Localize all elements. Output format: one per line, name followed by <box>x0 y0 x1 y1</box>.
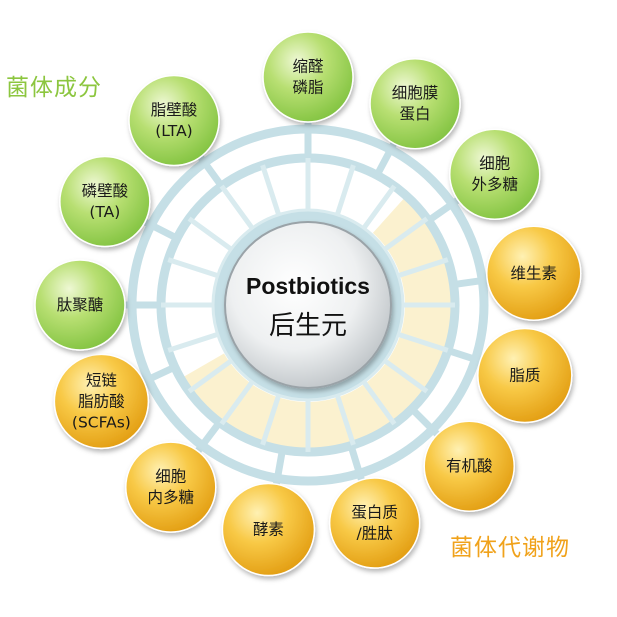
node-label-line: 短链 <box>86 371 118 389</box>
outer-spoke <box>141 217 179 242</box>
inner-spoke <box>334 164 356 218</box>
node-bubble <box>128 74 220 167</box>
node-vitamins: 维生素 <box>486 225 582 322</box>
center-circle <box>224 221 392 389</box>
node-lipoteichoic-acid: 脂壁酸 (LTA) <box>128 74 220 167</box>
node-bubble <box>262 31 354 123</box>
node-bubble <box>53 353 150 450</box>
node-bubble <box>486 225 582 322</box>
inner-spoke <box>395 331 449 353</box>
node-label-line: /胜肽 <box>357 525 394 543</box>
inner-spoke <box>360 378 397 426</box>
node-bubble <box>369 57 461 150</box>
spokes <box>123 120 490 487</box>
outer-spoke <box>140 363 177 386</box>
inner-spoke <box>260 164 282 218</box>
node-label-line: 外多糖 <box>472 176 519 194</box>
outer-spoke <box>272 449 286 487</box>
inner-spoke <box>395 257 449 279</box>
node-bubble <box>125 441 217 533</box>
node-proteins-peptides: 蛋白质/胜肽 <box>328 477 421 569</box>
outer-spoke <box>373 140 398 177</box>
node-label-line: 维生素 <box>511 264 558 282</box>
node-lipids: 脂质 <box>477 327 573 424</box>
outer-spoke <box>446 347 484 365</box>
inner-spoke <box>381 357 429 394</box>
node-label-line: 肽聚醣 <box>57 296 104 314</box>
node-organic-acids: 有机酸 <box>423 420 515 512</box>
center-hub: Postbiotics 后生元 <box>211 208 405 402</box>
node-peptidoglycan: 肽聚醣 <box>34 259 126 351</box>
outer-spoke <box>409 406 442 439</box>
node-label-line: 磷脂 <box>292 79 323 97</box>
node-bubble <box>328 477 421 569</box>
inner-spoke <box>187 357 235 394</box>
node-label-line: 酵素 <box>253 521 284 539</box>
center-title-cn: 后生元 <box>269 311 347 341</box>
node-label-line: 缩醛 <box>292 58 324 76</box>
node-label-line: 蛋白 <box>400 105 431 123</box>
node-label-line: (LTA) <box>155 122 192 140</box>
node-bubble <box>221 482 316 577</box>
inner-spoke <box>219 184 256 232</box>
node-label-line: 细胞 <box>479 155 510 173</box>
node-label-line: 细胞 <box>155 468 186 486</box>
inner-spoke <box>167 257 221 279</box>
node-label-line: 脂壁酸 <box>151 101 198 119</box>
node-enzymes: 酵素 <box>221 482 316 577</box>
outer-spoke <box>426 196 462 224</box>
metabolites-label: 菌体代谢物 <box>450 535 570 561</box>
node-bubble <box>423 420 515 512</box>
node-teichoic-acid: 磷壁酸 (TA) <box>59 155 151 248</box>
node-label-line: 磷壁酸 <box>82 182 129 200</box>
inner-spoke <box>167 331 221 353</box>
outer-spoke <box>453 276 490 289</box>
node-label-line: 有机酸 <box>446 457 493 475</box>
inner-spoke <box>334 392 356 446</box>
node-label-line: 脂肪酸 <box>78 392 125 410</box>
node-label-line: 内多糖 <box>148 489 195 507</box>
node-bubble <box>34 259 126 351</box>
inner-spoke <box>381 216 429 253</box>
node-label-line: (SCFAs) <box>72 413 131 431</box>
node-bubble <box>449 128 541 220</box>
node-label-line: 脂质 <box>509 366 540 384</box>
inner-spoke <box>360 184 397 232</box>
inner-spoke <box>219 378 256 426</box>
outer-spoke <box>193 420 223 455</box>
inner-spoke <box>187 216 235 253</box>
node-label-line: 蛋白质 <box>351 504 398 522</box>
cell-components-label: 菌体成分 <box>6 75 102 101</box>
inner-spoke <box>260 392 282 446</box>
node-bubble <box>477 327 573 424</box>
node-bubble <box>59 155 151 248</box>
center-title-en: Postbiotics <box>246 273 370 299</box>
outer-spoke <box>347 444 366 483</box>
node-label-line: 细胞膜 <box>392 84 439 102</box>
node-bubbles: 缩醛磷脂细胞膜蛋白细胞外多糖维生素脂质有机酸蛋白质/胜肽酵素细胞内多糖短链脂肪酸… <box>34 31 582 577</box>
node-label-line: (TA) <box>89 203 120 221</box>
outer-spoke <box>196 153 225 189</box>
